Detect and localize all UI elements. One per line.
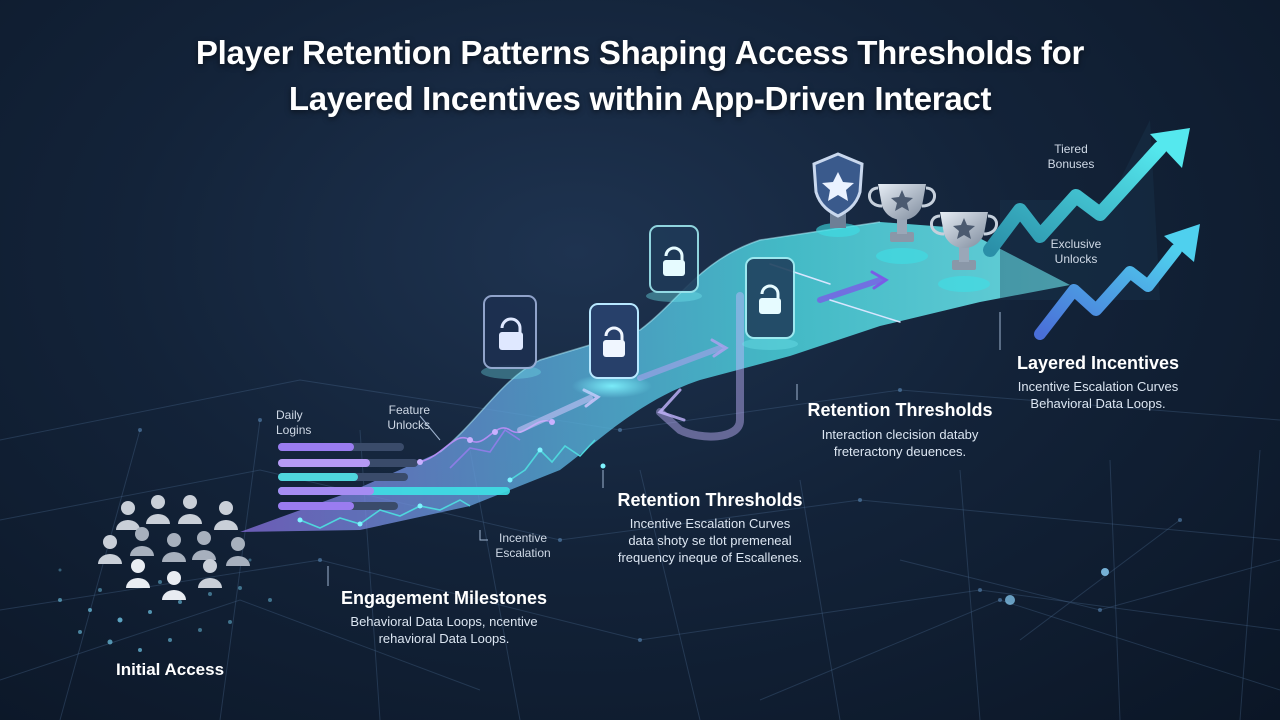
path-edge [439,221,881,453]
title-line-1: Player Retention Patterns Shaping Access… [195,34,1085,71]
lock-icon [603,326,625,357]
layered-incentives-callout: Layered Incentives Incentive Escalation … [998,353,1198,412]
retention-lower-line-1: Incentive Escalation Curves [629,516,791,531]
tiered-bonuses-line-1: Tiered [1054,142,1088,156]
incentive-escalation-line-1: Incentive [498,531,548,545]
lock-card-4 [742,257,798,350]
dot-field [58,558,272,652]
people-icon [98,495,250,600]
trophy-icon [868,184,936,264]
daily-logins-line-1: Daily [276,408,303,422]
shield-star-icon [812,152,864,237]
lock-card-1 [481,295,541,379]
retention-lower-heading: Retention Thresholds [617,490,803,510]
engagement-heading: Engagement Milestones [340,588,548,608]
incentive-escalation-label: Incentive Escalation [486,531,560,561]
lock-card-3 [646,225,702,302]
layered-heading: Layered Incentives [1016,353,1180,373]
lock-icon [759,284,781,314]
retention-thresholds-upper-callout: Retention Thresholds Interaction clecisi… [790,400,1010,460]
retention-upper-line-2: freteractony deuences. [833,444,967,459]
layered-line-2: Behavioral Data Loops. [1030,396,1166,411]
progress-bars [278,443,510,510]
retention-upper-heading: Retention Thresholds [807,400,993,420]
lock-icon [663,246,685,276]
exclusive-unlocks-line-1: Exclusive [1050,237,1102,251]
trophy-icon [930,212,998,292]
lock-card-2 [572,303,652,398]
progression-path [240,222,1070,532]
tiered-bonuses-label: Tiered Bonuses [1036,142,1106,172]
engagement-milestones-callout: Engagement Milestones Behavioral Data Lo… [318,588,570,647]
flow-arrows [517,263,901,441]
trend-points [297,419,606,527]
leader-lines [327,312,1001,586]
engagement-line-2: rehavioral Data Loops. [378,631,510,646]
initial-access-label: Initial Access [116,660,225,679]
retention-lower-line-3: frequency ineque of Escallenes. [617,550,803,565]
feature-unlocks-line-2: Unlocks [387,418,430,432]
exclusive-unlocks-line-2: Unlocks [1054,252,1098,266]
incentive-escalation-line-2: Escalation [495,546,551,560]
daily-logins-line-2: Logins [276,423,312,437]
engagement-line-1: Behavioral Data Loops, ncentive [350,614,538,629]
retention-lower-line-2: data shoty se tlot premeneal [628,533,792,548]
lock-icon [499,317,523,350]
retention-upper-line-1: Interaction clecision databy [821,427,979,442]
layered-line-1: Incentive Escalation Curves [1017,379,1179,394]
trend-arrow-icon [1034,224,1200,340]
network-nodes [138,388,1182,642]
retention-thresholds-lower-callout: Retention Thresholds Incentive Escalatio… [594,490,826,566]
exclusive-unlocks-label: Exclusive Unlocks [1040,237,1112,267]
feature-unlocks-label: Feature Unlocks [360,403,430,433]
daily-logins-label: Daily Logins [276,408,311,438]
feature-unlocks-line-1: Feature [388,403,430,417]
trend-arrow-icon [983,120,1190,300]
title-line-2: Layered Incentives within App-Driven Int… [288,80,992,117]
tiered-bonuses-line-2: Bonuses [1047,157,1095,171]
